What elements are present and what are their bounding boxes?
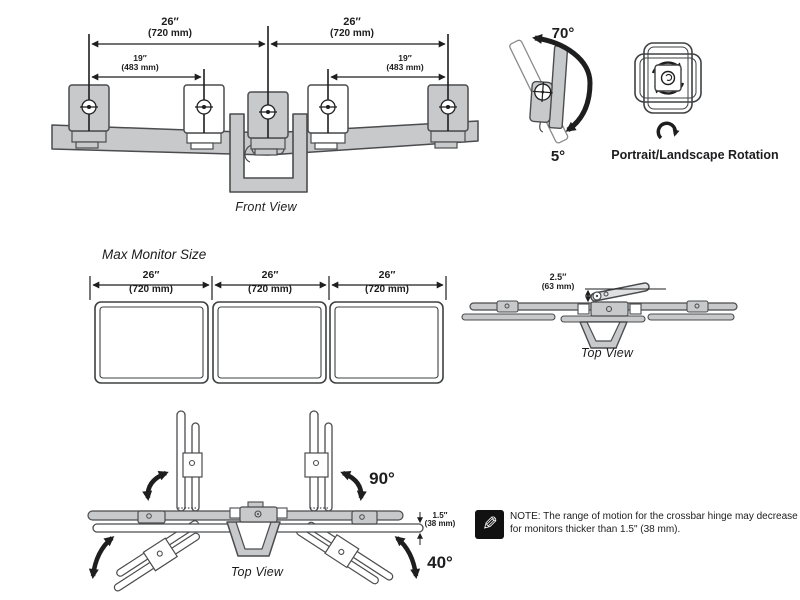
dim-26-right: 26″ (720 mm) xyxy=(307,16,397,39)
rotation-caption: Portrait/Landscape Rotation xyxy=(611,148,779,162)
dim-metric: (720 mm) xyxy=(129,284,173,296)
swing-range-label: 40° xyxy=(427,553,453,572)
dim-metric: (38 mm) xyxy=(424,519,456,529)
front-view-drawing xyxy=(51,26,479,193)
dim-metric: (720 mm) xyxy=(248,284,292,296)
dim-26-left: 26″ (720 mm) xyxy=(125,16,215,39)
dim-metric: (63 mm) xyxy=(541,281,575,292)
top-view-upper-caption: Top View xyxy=(580,346,634,360)
rotation-icon xyxy=(634,42,702,140)
swing-arrow-right xyxy=(394,536,421,579)
note-line1: NOTE: The range of motion for the crossb… xyxy=(510,511,733,522)
dim-metric: (483 mm) xyxy=(386,61,424,72)
dim-value: 19″ xyxy=(133,53,147,63)
dim-19-left: 19″ (483 mm) xyxy=(105,54,175,72)
top-view-lower-caption: Top View xyxy=(230,565,284,579)
monitor3-dim: 26″ (720 mm) xyxy=(337,269,437,296)
u-bracket-lower xyxy=(226,521,281,557)
top-view-upper-drawing xyxy=(461,282,738,349)
dim-metric: (720 mm) xyxy=(330,27,374,39)
bar-brackets xyxy=(137,501,378,525)
tilt-diagram xyxy=(509,33,593,144)
u-bracket-top xyxy=(579,321,628,349)
rotation-range-label: 90° xyxy=(369,469,395,488)
swung-arm-left xyxy=(113,520,200,592)
center-hinge xyxy=(577,301,642,317)
mount-poles xyxy=(88,26,449,138)
vesa-screw-marks xyxy=(80,99,457,120)
thickness-dim-label: 1.5″ (38 mm) xyxy=(414,511,466,529)
max-monitor-title: Max Monitor Size xyxy=(102,247,207,262)
monitor1-dim: 26″ (720 mm) xyxy=(101,269,201,296)
depth-dim-label: 2.5″ (63 mm) xyxy=(528,272,588,292)
rotate-arrow-right xyxy=(340,470,367,501)
dim-value: 2.5″ xyxy=(549,272,567,282)
dim-value: 1.5″ xyxy=(432,511,448,520)
rotate-arrow-left xyxy=(142,470,169,501)
motion-arrows xyxy=(88,470,421,579)
dim-value: 26″ xyxy=(343,16,361,28)
dim-value: 26″ xyxy=(142,269,160,281)
swung-arm-right xyxy=(296,521,394,585)
dim-value: 26″ xyxy=(261,269,279,281)
dim-metric: (483 mm) xyxy=(121,61,159,72)
front-view-caption: Front View xyxy=(235,200,297,214)
rotated-monitor-left xyxy=(176,410,203,512)
max-monitor-drawing xyxy=(89,276,447,384)
center-hub xyxy=(654,64,682,92)
depth-dim xyxy=(585,288,666,303)
dim-metric: (720 mm) xyxy=(148,27,192,39)
pencil-icon: ✎ xyxy=(481,514,498,535)
rotate-glyph-icon xyxy=(656,121,680,140)
mount-plates xyxy=(496,300,709,313)
note-line2: may decrease for monitors thicker than 1… xyxy=(510,511,798,535)
monitor2-dim: 26″ (720 mm) xyxy=(220,269,320,296)
dim-value: 19″ xyxy=(398,53,412,63)
dim-value: 26″ xyxy=(161,16,179,28)
tilt-range-arrow xyxy=(532,33,593,133)
swing-arrow-left xyxy=(88,536,115,579)
note-pencil-badge: ✎ xyxy=(475,510,504,539)
dim-19-right: 19″ (483 mm) xyxy=(370,54,440,72)
dim-metric: (720 mm) xyxy=(365,284,409,296)
tilt-angle-forward: 5° xyxy=(550,148,566,165)
monitor-orientations xyxy=(634,42,702,114)
dim-value: 26″ xyxy=(378,269,396,281)
top-view-lower-drawing xyxy=(87,410,424,592)
dimension-lines xyxy=(91,40,446,81)
rotated-monitor-right xyxy=(304,410,333,512)
note-text: NOTE: The range of motion for the crossb… xyxy=(510,511,800,536)
monitor-outlines xyxy=(94,301,444,384)
tilt-angle-back: 70° xyxy=(551,25,575,42)
monitor-dim-lines xyxy=(89,276,447,300)
